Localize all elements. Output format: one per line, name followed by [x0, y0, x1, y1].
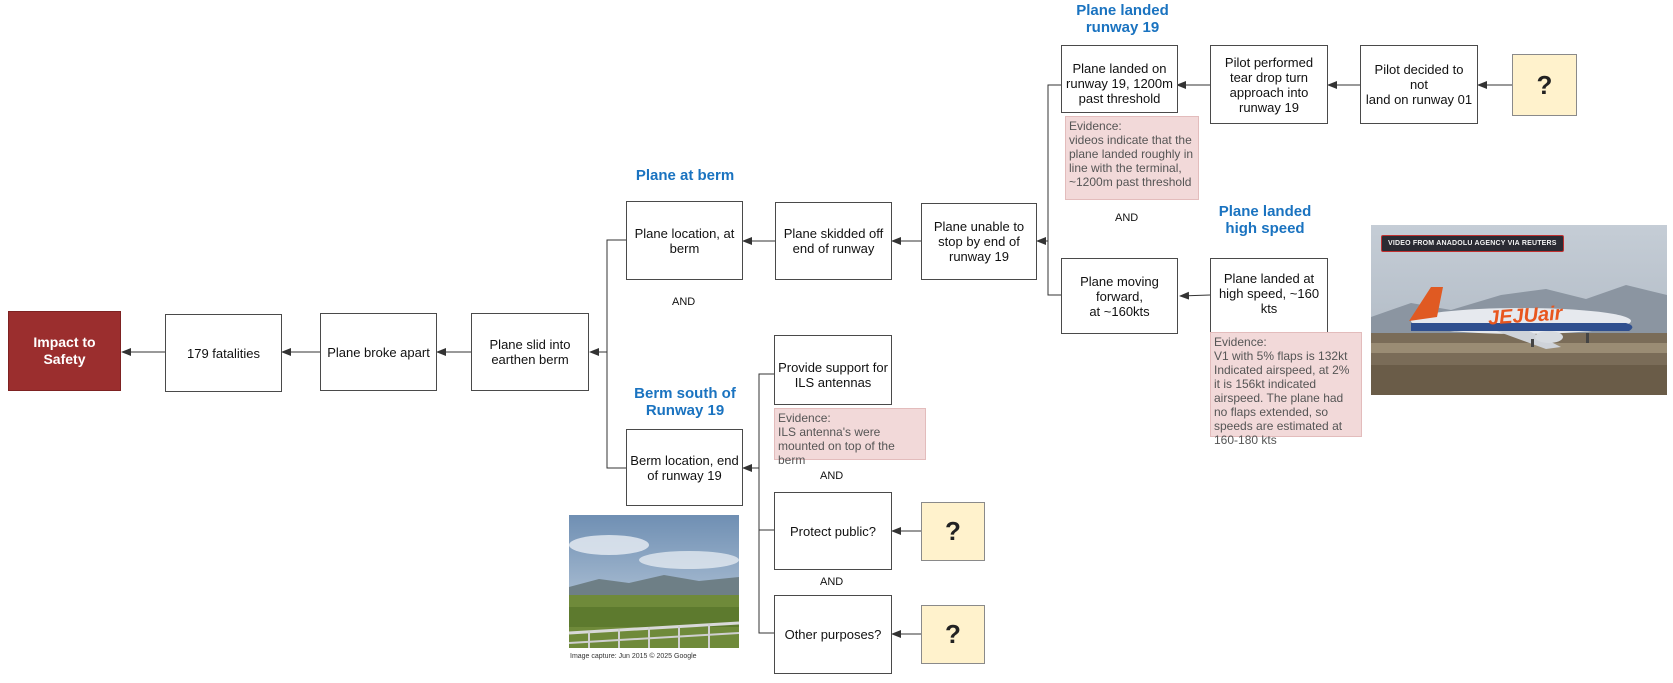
node-impact-to-safety[interactable]: Impact to Safety: [8, 311, 121, 391]
node-plane-location-at-berm[interactable]: Plane location, at berm: [626, 201, 743, 280]
heading-plane-landed-high-speed: Plane landed high speed: [1218, 203, 1312, 237]
question-box-protect-public[interactable]: ?: [921, 502, 985, 561]
node-berm-location-end-runway-19[interactable]: Berm location, end of runway 19: [626, 429, 743, 506]
evidence-landed-position: Evidence: videos indicate that the plane…: [1065, 116, 1199, 200]
and-label-location: AND: [672, 296, 696, 308]
node-pilot-teardrop-approach[interactable]: Pilot performed tear drop turn approach …: [1210, 45, 1328, 124]
connector-berm-branch: [606, 239, 626, 469]
question-box-other-purposes[interactable]: ?: [921, 605, 985, 664]
berm-photo-image: [569, 515, 739, 648]
node-plane-skidded-off-runway[interactable]: Plane skidded off end of runway: [775, 202, 892, 280]
berm-photo-caption: Image capture: Jun 2015 © 2025 Google: [570, 653, 697, 660]
node-protect-public[interactable]: Protect public?: [774, 492, 892, 570]
and-label-unable-stop: AND: [1115, 212, 1139, 224]
connector-speed-moving: [1179, 291, 1211, 300]
heading-berm-south-runway-19: Berm south of Runway 19: [634, 385, 736, 419]
node-plane-landed-runway-19[interactable]: Plane landed on runway 19, 1200m past th…: [1061, 45, 1178, 113]
node-pilot-decided-not-land[interactable]: Pilot decided to not land on runway 01: [1360, 45, 1478, 124]
plane-photo-image: [1371, 225, 1667, 395]
connector-ils-branch: [758, 373, 774, 634]
node-179-fatalities[interactable]: 179 fatalities: [165, 314, 282, 392]
node-plane-landed-high-speed[interactable]: Plane landed at high speed, ~160 kts: [1210, 258, 1328, 334]
node-plane-unable-to-stop[interactable]: Plane unable to stop by end of runway 19: [921, 203, 1037, 280]
node-plane-broke-apart[interactable]: Plane broke apart: [320, 313, 437, 391]
plane-crash-video-still: VIDEO FROM ANADOLU AGENCY VIA REUTERS JE…: [1371, 225, 1667, 395]
and-label-protect: AND: [820, 576, 844, 588]
and-label-ils: AND: [820, 470, 844, 482]
node-plane-slid-into-berm[interactable]: Plane slid into earthen berm: [471, 313, 589, 391]
node-provide-support-ils[interactable]: Provide support for ILS antennas: [774, 335, 892, 405]
berm-street-view-photo: [569, 515, 739, 648]
video-source-badge: VIDEO FROM ANADOLU AGENCY VIA REUTERS: [1381, 235, 1564, 252]
evidence-landing-speed: Evidence: V1 with 5% flaps is 132kt Indi…: [1210, 332, 1362, 447]
heading-plane-landed-runway-19: Plane landed runway 19: [1076, 2, 1169, 36]
question-box-pilot-decision[interactable]: ?: [1512, 54, 1577, 116]
heading-plane-at-berm: Plane at berm: [635, 167, 735, 184]
evidence-ils-antennas: Evidence: ILS antenna's were mounted on …: [774, 408, 926, 467]
connector-unable-branch: [1047, 84, 1061, 296]
node-plane-moving-forward[interactable]: Plane moving forward, at ~160kts: [1061, 258, 1178, 334]
node-other-purposes[interactable]: Other purposes?: [774, 595, 892, 674]
